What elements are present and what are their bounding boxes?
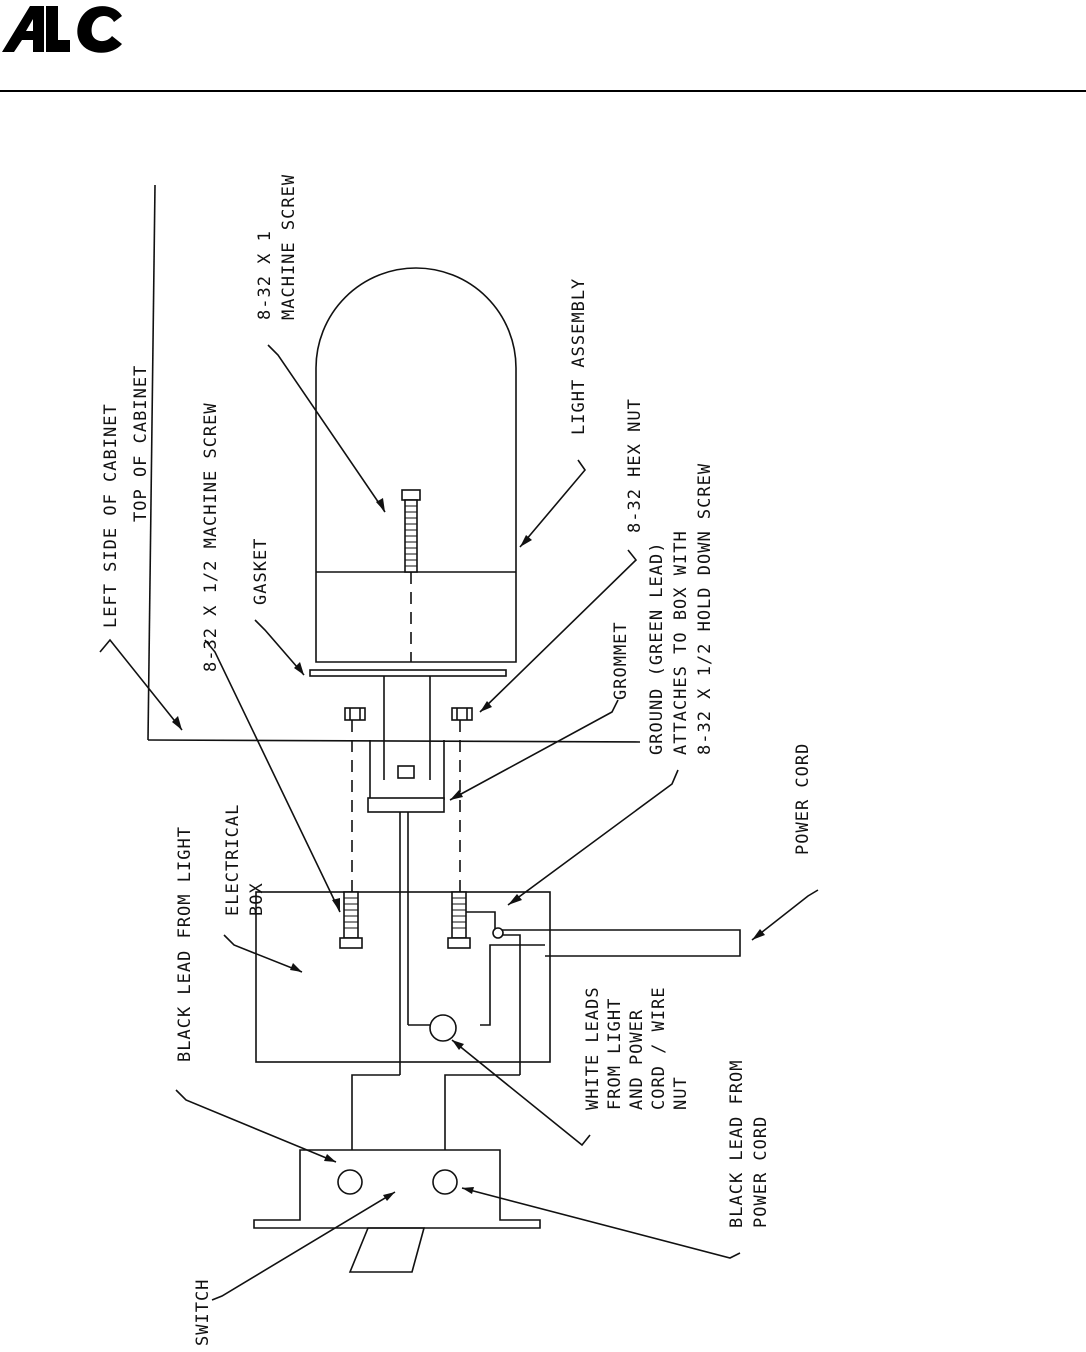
header-divider <box>0 90 1086 92</box>
wire-nut <box>429 1014 457 1042</box>
electrical-box <box>255 891 551 1063</box>
label-white-leads-line3: AND POWER <box>627 1009 647 1110</box>
label-light-assembly: LIGHT ASSEMBLY <box>569 278 589 435</box>
alc-logo <box>2 6 122 53</box>
label-grommet: GROMMET <box>611 621 631 700</box>
light-stem <box>369 676 445 800</box>
hex-nut-right <box>451 707 473 721</box>
alc-logo-mark <box>2 6 122 53</box>
label-electrical-box-line2: BOX <box>247 882 267 916</box>
label-black-lead-power-line1: BLACK LEAD FROM <box>727 1059 747 1228</box>
label-gasket: GASKET <box>251 538 271 605</box>
box-screw-left <box>339 891 363 949</box>
label-power-cord: POWER CORD <box>793 743 813 855</box>
cabinet-left-side-line <box>147 184 156 741</box>
label-top-of-cabinet: TOP OF CABINET <box>131 365 151 522</box>
label-white-leads-line2: FROM LIGHT <box>605 998 625 1110</box>
cabinet-top-line <box>147 739 641 743</box>
label-ground-line1: GROUND (GREEN LEAD) <box>647 542 667 755</box>
label-black-lead-from-light: BLACK LEAD FROM LIGHT <box>175 826 195 1062</box>
label-white-leads-line1: WHITE LEADS <box>583 986 603 1110</box>
grommet <box>367 797 445 813</box>
box-wiring <box>351 812 741 1150</box>
hex-nut-left <box>344 707 366 721</box>
label-machine-screw-1-line1: 8-32 X 1 <box>255 230 275 320</box>
label-black-lead-power-line2: POWER CORD <box>751 1116 771 1228</box>
label-left-side-of-cabinet: LEFT SIDE OF CABINET <box>101 403 121 628</box>
light-assembly <box>315 267 517 663</box>
label-ground-line2: ATTACHES TO BOX WITH <box>671 530 691 755</box>
label-switch: SWITCH <box>193 1279 213 1346</box>
leader-lines <box>99 344 819 1301</box>
label-hex-nut: 8-32 HEX NUT <box>625 398 645 533</box>
gasket <box>309 669 507 677</box>
label-machine-screw-1-line2: MACHINE SCREW <box>279 174 299 320</box>
label-ground-line3: 8-32 X 1/2 HOLD DOWN SCREW <box>695 463 715 755</box>
label-electrical-box-line1: ELECTRICAL <box>223 804 243 916</box>
diagram-labels: LEFT SIDE OF CABINET TOP OF CABINET 8-32… <box>101 174 813 1346</box>
label-white-leads-line5: NUT <box>671 1076 691 1110</box>
switch <box>253 1149 541 1273</box>
label-white-leads-line4: CORD / WIRE <box>649 986 669 1110</box>
box-screw-right <box>447 891 471 949</box>
label-machine-screw-half: 8-32 X 1/2 MACHINE SCREW <box>201 402 221 672</box>
